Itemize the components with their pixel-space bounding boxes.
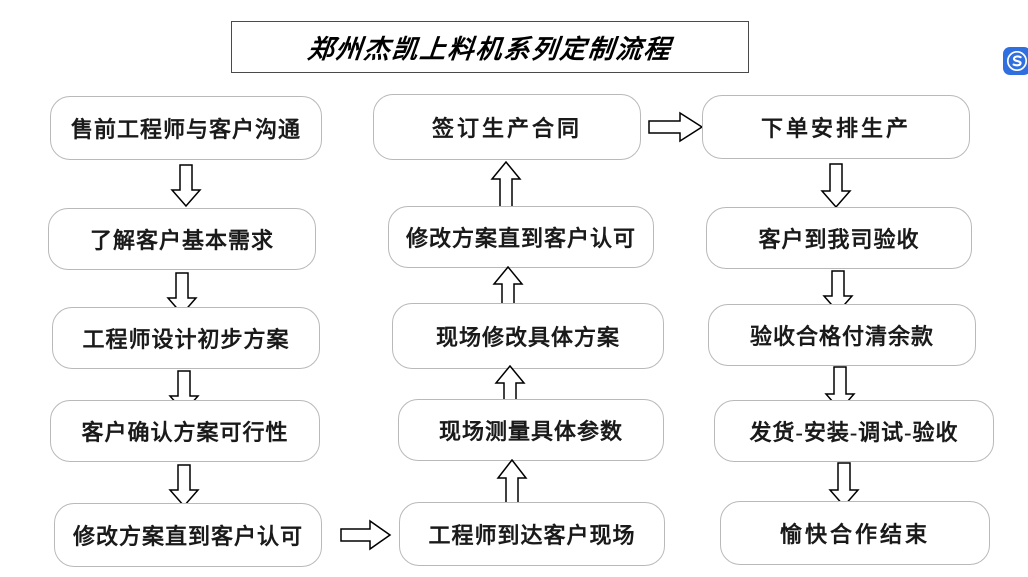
node-label: 工程师到达客户现场: [428, 523, 636, 548]
node-c1-3[interactable]: 客户确认方案可行性: [50, 400, 320, 462]
node-c1-2[interactable]: 工程师设计初步方案: [52, 307, 320, 369]
node-label: 客户到我司验收: [758, 227, 920, 252]
node-label: 下单安排生产: [760, 116, 911, 141]
chart-title-box: 郑州杰凯上料机系列定制流程: [231, 21, 749, 73]
node-label: 工程师设计初步方案: [82, 327, 290, 352]
node-c2-3[interactable]: 现场测量具体参数: [398, 399, 664, 461]
node-c2-4[interactable]: 工程师到达客户现场: [399, 502, 665, 566]
node-label: 修改方案直到客户认可: [405, 226, 636, 251]
node-label: 愉快合作结束: [779, 522, 930, 547]
node-label: 客户确认方案可行性: [81, 420, 289, 445]
node-label: 修改方案直到客户认可: [72, 524, 303, 549]
arrow-down-c3-0: [816, 163, 856, 209]
node-c1-0[interactable]: 售前工程师与客户沟通: [50, 96, 322, 160]
sogou-logo-icon[interactable]: [1003, 47, 1028, 75]
arrow-down-c3-3: [824, 462, 864, 508]
node-c2-2[interactable]: 现场修改具体方案: [392, 303, 664, 369]
node-c1-1[interactable]: 了解客户基本需求: [48, 208, 316, 270]
node-label: 发货-安装-调试-验收: [749, 420, 959, 445]
node-c2-0[interactable]: 签订生产合同: [373, 94, 641, 160]
node-c3-1[interactable]: 客户到我司验收: [706, 207, 972, 269]
arrow-right-c2-to-c3: [648, 110, 704, 144]
node-c3-2[interactable]: 验收合格付清余款: [708, 304, 976, 366]
arrow-down-c1-3: [164, 464, 204, 508]
node-c2-1[interactable]: 修改方案直到客户认可: [388, 206, 654, 268]
node-c3-4[interactable]: 愉快合作结束: [720, 501, 990, 565]
node-label: 现场测量具体参数: [438, 419, 623, 444]
node-c1-4[interactable]: 修改方案直到客户认可: [54, 503, 322, 567]
node-c3-3[interactable]: 发货-安装-调试-验收: [714, 400, 994, 462]
node-label: 了解客户基本需求: [89, 228, 274, 253]
node-label: 售前工程师与客户沟通: [70, 117, 301, 142]
chart-title-text: 郑州杰凯上料机系列定制流程: [306, 34, 674, 64]
node-label: 现场修改具体方案: [435, 325, 620, 350]
arrow-right-c1-to-c2: [340, 518, 392, 552]
node-label: 签订生产合同: [431, 116, 582, 141]
node-c3-0[interactable]: 下单安排生产: [702, 95, 970, 159]
arrow-up-c2-0: [486, 161, 526, 209]
arrow-down-c1-0: [166, 164, 206, 208]
arrow-down-c1-1: [162, 272, 202, 316]
node-label: 验收合格付清余款: [749, 324, 934, 349]
